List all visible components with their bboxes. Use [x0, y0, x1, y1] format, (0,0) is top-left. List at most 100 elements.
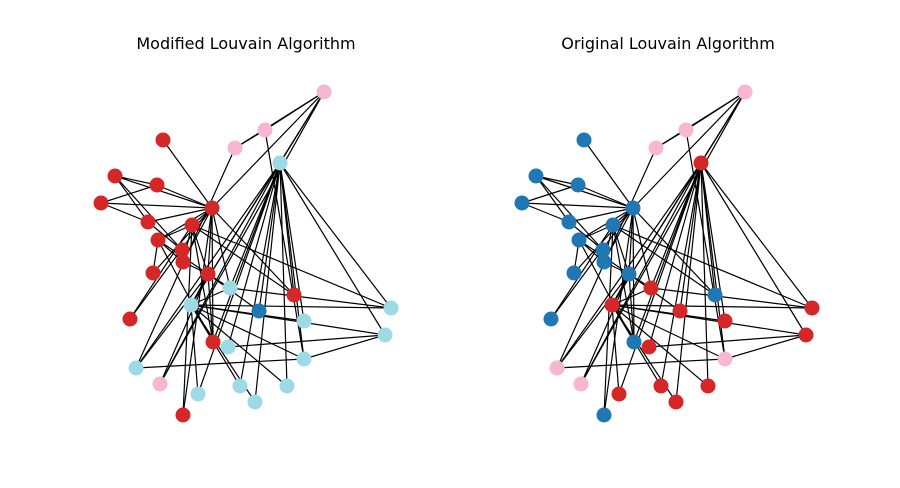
graph-node [561, 214, 577, 230]
graph-edge [611, 304, 807, 336]
graph-node [296, 351, 312, 367]
graph-edge [135, 273, 209, 369]
graph-edge [648, 162, 702, 348]
graph-node [693, 155, 709, 171]
graph-edge [611, 304, 620, 395]
graph-edge [603, 207, 634, 416]
graph-edge [700, 162, 813, 309]
graph-edge [190, 304, 386, 336]
graph-edge [239, 162, 281, 387]
graph-edge [197, 162, 281, 395]
graph-node [279, 378, 295, 394]
graph-node [227, 140, 243, 156]
graph-edge [190, 304, 305, 360]
graph-edge [100, 184, 158, 204]
graph-node [175, 407, 191, 423]
graph-edge [114, 175, 213, 209]
graph-edge [660, 162, 702, 387]
graph-edge [577, 184, 634, 209]
graph-node [204, 200, 220, 216]
graph-node [122, 311, 138, 327]
graph-node [717, 313, 733, 329]
graph-node [576, 132, 592, 148]
graph-edge [303, 334, 386, 360]
graph-edge [159, 162, 281, 385]
graph-node [272, 155, 288, 171]
graph-edge [207, 207, 213, 275]
graph-edge [159, 273, 209, 385]
graph-edge [182, 207, 213, 416]
graph-node [668, 394, 684, 410]
graph-edge [114, 175, 149, 223]
graph-edge [114, 175, 183, 251]
graph-original [514, 84, 820, 423]
graph-node [175, 254, 191, 270]
graph-node [621, 266, 637, 282]
graph-edge [211, 207, 295, 296]
graph-node [296, 313, 312, 329]
graph-node [377, 327, 393, 343]
graph-node [653, 378, 669, 394]
graph-node [625, 200, 641, 216]
graph-node [514, 195, 530, 211]
graph-node [200, 266, 216, 282]
graph-node [128, 360, 144, 376]
graph-edge [100, 202, 149, 223]
graph-node [247, 394, 263, 410]
graph-edge [556, 358, 726, 369]
graph-node [678, 122, 694, 138]
graph-node [549, 360, 565, 376]
graph-node [190, 386, 206, 402]
graph-edge [573, 207, 634, 274]
graph-node [183, 297, 199, 313]
graph-edge [279, 162, 392, 309]
graph-edge [521, 202, 634, 209]
graph-edge [191, 224, 295, 296]
graph-edge [611, 304, 709, 387]
graph-node [383, 300, 399, 316]
graph-node [641, 339, 657, 355]
graph-node [648, 140, 664, 156]
graph-edge [190, 304, 392, 309]
graph-node [798, 327, 814, 343]
graph-edge [258, 162, 281, 312]
graph-edge [679, 162, 702, 312]
graph-edge [612, 224, 716, 296]
graph-edge [147, 207, 213, 223]
graph-node [605, 217, 621, 233]
graph-edge [611, 162, 702, 306]
graph-node [596, 254, 612, 270]
graph-node [149, 177, 165, 193]
graph-edge [685, 91, 746, 131]
graph-node [220, 339, 236, 355]
graph-edge [152, 207, 213, 274]
graph-edge [279, 162, 288, 387]
graph-edge [159, 91, 325, 385]
graph-node [145, 265, 161, 281]
graph-edge [156, 184, 213, 209]
graph-edge [535, 175, 570, 223]
graph-edge [580, 91, 746, 385]
graph-edge [521, 184, 579, 204]
graph-edge [135, 162, 281, 369]
graph-edge [227, 334, 386, 348]
graph-edge [580, 273, 630, 385]
graph-edge [611, 304, 813, 309]
graph-node [595, 242, 611, 258]
graph-node [566, 265, 582, 281]
graph-node [184, 217, 200, 233]
graph-edge [535, 175, 604, 251]
graph-edge [190, 162, 281, 306]
graph-node [205, 334, 221, 350]
graph-node [611, 386, 627, 402]
graph-node [596, 407, 612, 423]
graph-node [232, 378, 248, 394]
graph-node [571, 232, 587, 248]
graph-edge [556, 273, 630, 369]
graph-edge [191, 224, 209, 275]
graph-edge [162, 139, 213, 209]
graph-node [804, 300, 820, 316]
graph-node [257, 122, 273, 138]
